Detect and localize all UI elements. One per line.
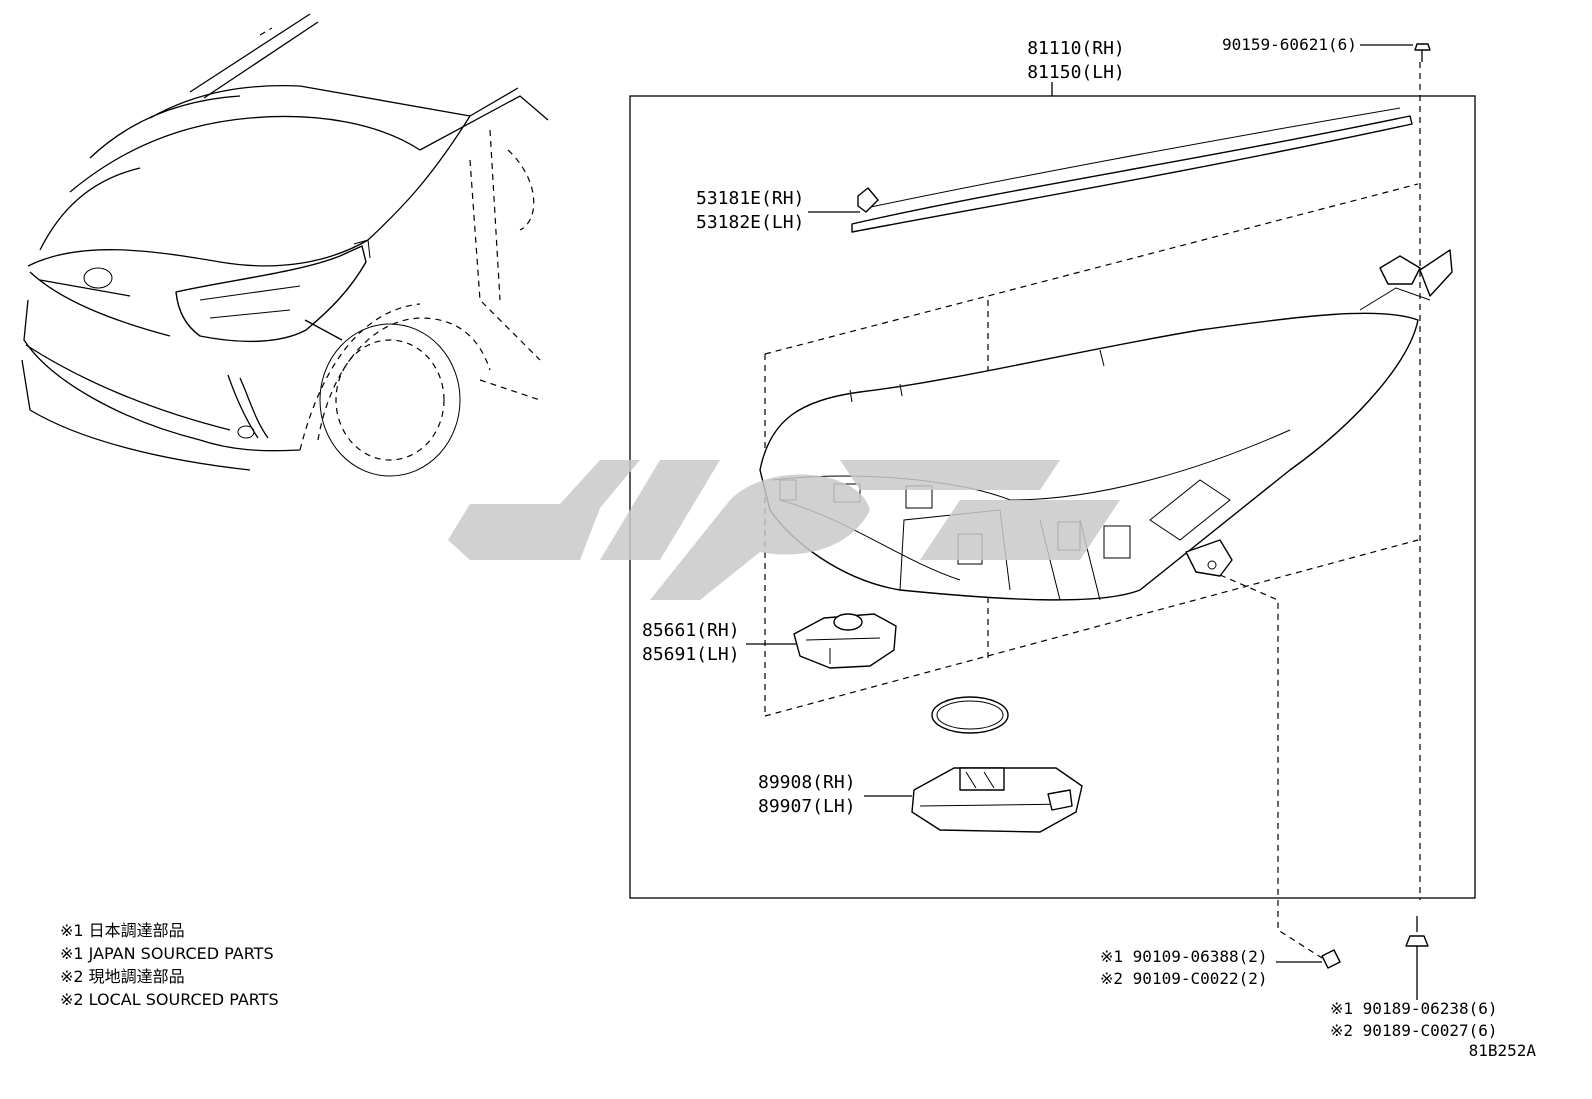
- vehicle-overview-illustration: [21, 13, 549, 477]
- cover-part-lh: 53182E(LH): [696, 212, 804, 233]
- diagram-code: 81B252A: [1469, 1041, 1537, 1060]
- clip-part-local: ※2 90189-C0027(6): [1330, 1021, 1498, 1040]
- screw-icon: [1321, 949, 1341, 969]
- screw-part-local: ※2 90109-C0022(2): [1100, 969, 1268, 988]
- legend-line-1: ※1 日本調達部品: [60, 921, 185, 940]
- assembly-part-lh: 81150(LH): [1027, 62, 1125, 83]
- o-ring: [931, 696, 1009, 734]
- ballast-part-rh: 89908(RH): [758, 772, 856, 793]
- watermark-logo: [448, 460, 1120, 600]
- ballast-part-lh: 89907(LH): [758, 796, 856, 817]
- clip-part-japan: ※1 90189-06238(6): [1330, 999, 1498, 1018]
- screw-part-japan: ※1 90109-06388(2): [1100, 947, 1268, 966]
- legend-line-4: ※2 LOCAL SOURCED PARTS: [60, 990, 279, 1009]
- headlamp-cover-strip: [851, 107, 1413, 233]
- legend-line-2: ※1 JAPAN SOURCED PARTS: [60, 944, 274, 963]
- bolt-part-number: 90159-60621(6): [1222, 35, 1357, 54]
- socket-part-rh: 85661(RH): [642, 620, 740, 641]
- headlamp-housing: [759, 249, 1453, 601]
- socket-part-lh: 85691(LH): [642, 644, 740, 665]
- legend-line-3: ※2 現地調達部品: [60, 967, 185, 986]
- bulb-socket: [793, 613, 897, 669]
- clip-icon: [1405, 916, 1429, 1000]
- bolt-icon: [1414, 43, 1431, 62]
- assembly-part-rh: 81110(RH): [1027, 38, 1125, 59]
- cover-part-rh: 53181E(RH): [696, 188, 804, 209]
- ballast-computer: [911, 767, 1083, 833]
